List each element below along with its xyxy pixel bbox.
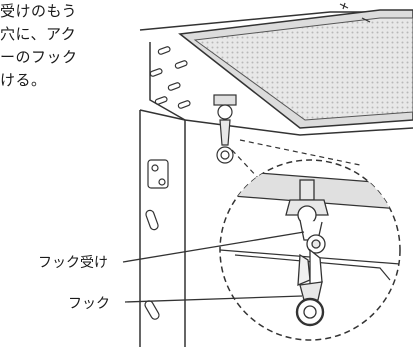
zoom-connector (231, 139, 361, 181)
instruction-line: 受けのもう (0, 2, 78, 20)
hook-label: フック (66, 293, 112, 313)
hook-receiver-part (285, 179, 329, 254)
magnified-view (219, 159, 401, 341)
leader-lines (122, 231, 305, 303)
instruction-text: 受けのもう 穴に、アク ーのフック ける。 (0, 0, 140, 92)
hook-part (295, 248, 325, 327)
hook-receiver-label: フック受け (36, 252, 110, 272)
slot-holes (144, 46, 191, 320)
mesh-panel (178, 9, 413, 129)
top-marks (339, 2, 371, 23)
instruction-line: 穴に、アク (0, 25, 77, 43)
instruction-line: ーのフック (0, 48, 78, 66)
instruction-line: ける。 (0, 71, 47, 89)
small-hook-assembly (213, 94, 237, 164)
